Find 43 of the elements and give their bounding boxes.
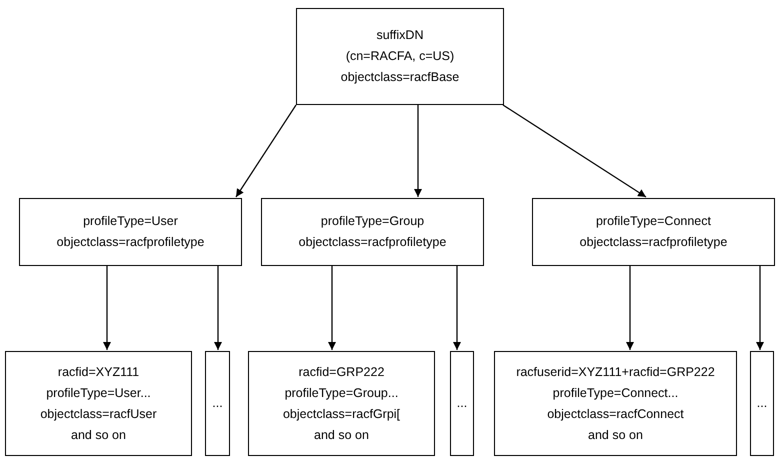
ellipsis-box — [750, 351, 774, 456]
entry-text: ... — [456, 395, 468, 412]
entry-text: profileType=User... — [46, 384, 151, 402]
arrow — [414, 105, 422, 197]
arrow — [502, 104, 646, 198]
entry-text: suffixDN — [376, 27, 424, 44]
entry-text: and so on — [588, 426, 643, 444]
arrow — [103, 266, 111, 350]
entry-box — [532, 198, 775, 266]
entry-text: racfid=XYZ111 — [58, 364, 140, 380]
entry-text: objectclass=racfprofiletype — [56, 234, 204, 251]
entry-box — [296, 8, 504, 105]
entry-text: profileType=Group — [320, 213, 424, 230]
entry-text: profileType=Connect... — [552, 384, 678, 402]
entry-text: racfuserid=XYZ111+racfid=GRP222 — [516, 364, 715, 380]
entry-box — [19, 198, 242, 266]
entry-box — [5, 351, 192, 456]
entry-text: profileType=User — [83, 213, 178, 230]
entry-text: objectclass=racfprofiletype — [298, 234, 446, 251]
entry-text: and so on — [314, 426, 369, 444]
arrow — [214, 266, 222, 350]
entry-box — [261, 198, 484, 266]
entry-text: profileType=Connect — [596, 213, 711, 230]
entry-text: and so on — [71, 426, 126, 444]
entry-box — [248, 351, 435, 456]
ellipsis-box — [450, 351, 474, 456]
arrow — [453, 266, 461, 350]
arrow — [328, 266, 336, 350]
entry-text: (cn=RACFA, c=US) — [346, 48, 454, 65]
entry-text: ... — [756, 395, 768, 412]
entry-text: objectclass=racfGrpi[ — [282, 406, 400, 423]
entry-text: objectclass=racfprofiletype — [580, 234, 728, 251]
entry-text: ... — [212, 395, 223, 412]
arrow — [756, 266, 764, 350]
entry-text: objectclass=racfConnect — [547, 406, 684, 423]
entry-text: objectclass=racfBase — [340, 69, 460, 86]
ellipsis-box — [205, 351, 230, 456]
entry-text: objectclass=racfUser — [40, 406, 157, 423]
entry-box — [494, 351, 737, 456]
arrow — [236, 104, 296, 198]
arrow — [626, 266, 634, 350]
entry-text: profileType=Group... — [284, 384, 398, 402]
entry-text: racfid=GRP222 — [298, 364, 384, 380]
